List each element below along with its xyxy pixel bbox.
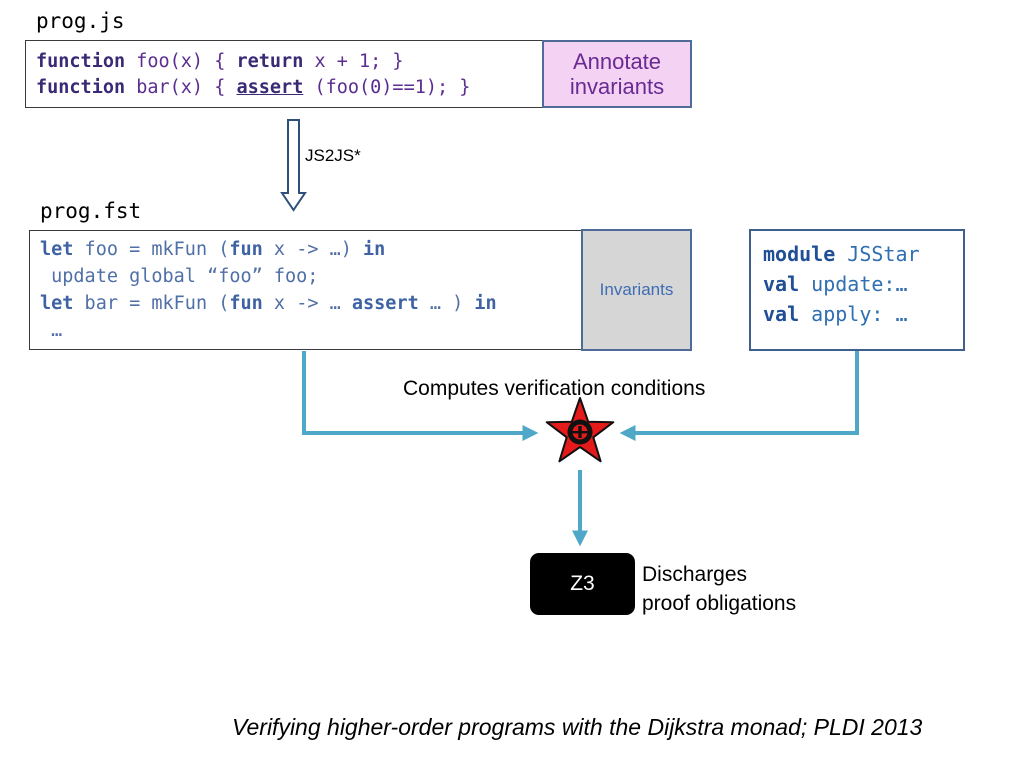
verifier-label: Computes verification conditions	[403, 377, 706, 400]
z3-box: Z3	[530, 553, 635, 615]
solver-desc-line-1: Discharges	[642, 563, 748, 586]
invariants-label: Invariants	[599, 280, 674, 299]
fst-to-verifier-connector	[302, 351, 539, 441]
annotate-invariants-box: Annotate invariants	[542, 40, 692, 108]
code-keyword: assert	[351, 293, 419, 314]
annotate-line-2: invariants	[569, 74, 665, 99]
code-text: update:…	[799, 272, 908, 296]
code-keyword: fun	[229, 239, 263, 260]
source-code-box: function foo(x) { return x + 1; }functio…	[25, 40, 543, 108]
annotate-line-1: Annotate	[572, 49, 662, 74]
code-keyword: let	[40, 239, 74, 260]
module-to-verifier-connector	[619, 351, 859, 441]
solver-desc-line-2: proof obligations	[642, 592, 797, 615]
translation-arrow	[280, 119, 307, 212]
code-keyword: function	[36, 51, 126, 72]
code-text: …	[40, 320, 63, 341]
code-keyword: fun	[229, 293, 263, 314]
code-text: x -> …	[262, 293, 352, 314]
z3-label: Z3	[570, 572, 595, 595]
code-text: update global “foo” foo;	[40, 266, 319, 287]
code-line: …	[40, 317, 571, 344]
code-text: x + 1; }	[303, 51, 404, 72]
code-keyword: function	[36, 77, 126, 98]
code-text: foo(x) {	[125, 51, 237, 72]
invariants-box: Invariants	[581, 229, 692, 351]
code-keyword: let	[40, 293, 74, 314]
code-text: (foo(0)==1); }	[303, 77, 471, 98]
code-line: val apply: …	[763, 299, 953, 329]
code-text: … )	[418, 293, 475, 314]
citation: Verifying higher-order programs with the…	[232, 714, 923, 740]
code-text: apply: …	[799, 302, 908, 326]
code-line: function foo(x) { return x + 1; }	[36, 49, 532, 75]
fstar-star-icon	[545, 397, 615, 463]
code-text: foo = mkFun (	[73, 239, 230, 260]
code-keyword: assert	[236, 77, 304, 98]
target-code-box: let foo = mkFun (fun x -> …) in update g…	[29, 230, 582, 350]
code-text: bar = mkFun (	[73, 293, 230, 314]
source-filename: prog.js	[36, 9, 125, 33]
translation-label: JS2JS*	[305, 146, 361, 165]
code-keyword: return	[236, 51, 304, 72]
code-keyword: val	[763, 272, 800, 296]
code-line: let bar = mkFun (fun x -> … assert … ) i…	[40, 290, 571, 317]
solver-description: Discharges proof obligations	[642, 560, 796, 618]
code-keyword: val	[763, 302, 800, 326]
code-keyword: in	[363, 239, 386, 260]
code-line: let foo = mkFun (fun x -> …) in	[40, 236, 571, 263]
code-line: module JSStar	[763, 239, 953, 269]
code-line: update global “foo” foo;	[40, 263, 571, 290]
code-text: x -> …)	[262, 239, 364, 260]
code-keyword: in	[474, 293, 497, 314]
code-line: val update:…	[763, 269, 953, 299]
target-filename: prog.fst	[40, 199, 142, 223]
code-keyword: module	[763, 242, 836, 266]
code-line: function bar(x) { assert (foo(0)==1); }	[36, 75, 532, 101]
code-text: JSStar	[835, 242, 920, 266]
code-text: bar(x) {	[125, 77, 237, 98]
